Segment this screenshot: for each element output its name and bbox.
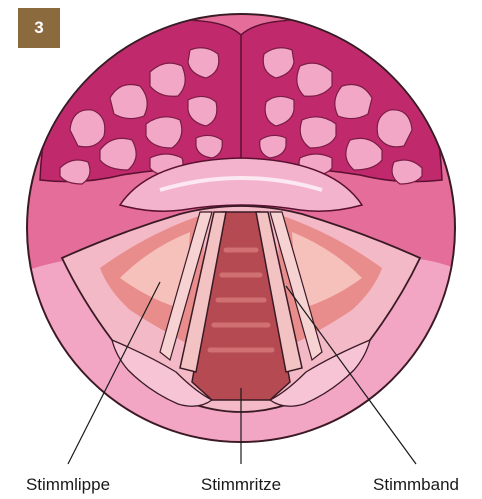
label-stimmlippe: Stimmlippe	[26, 475, 110, 495]
label-stimmritze: Stimmritze	[201, 475, 281, 495]
label-stimmband: Stimmband	[373, 475, 459, 495]
